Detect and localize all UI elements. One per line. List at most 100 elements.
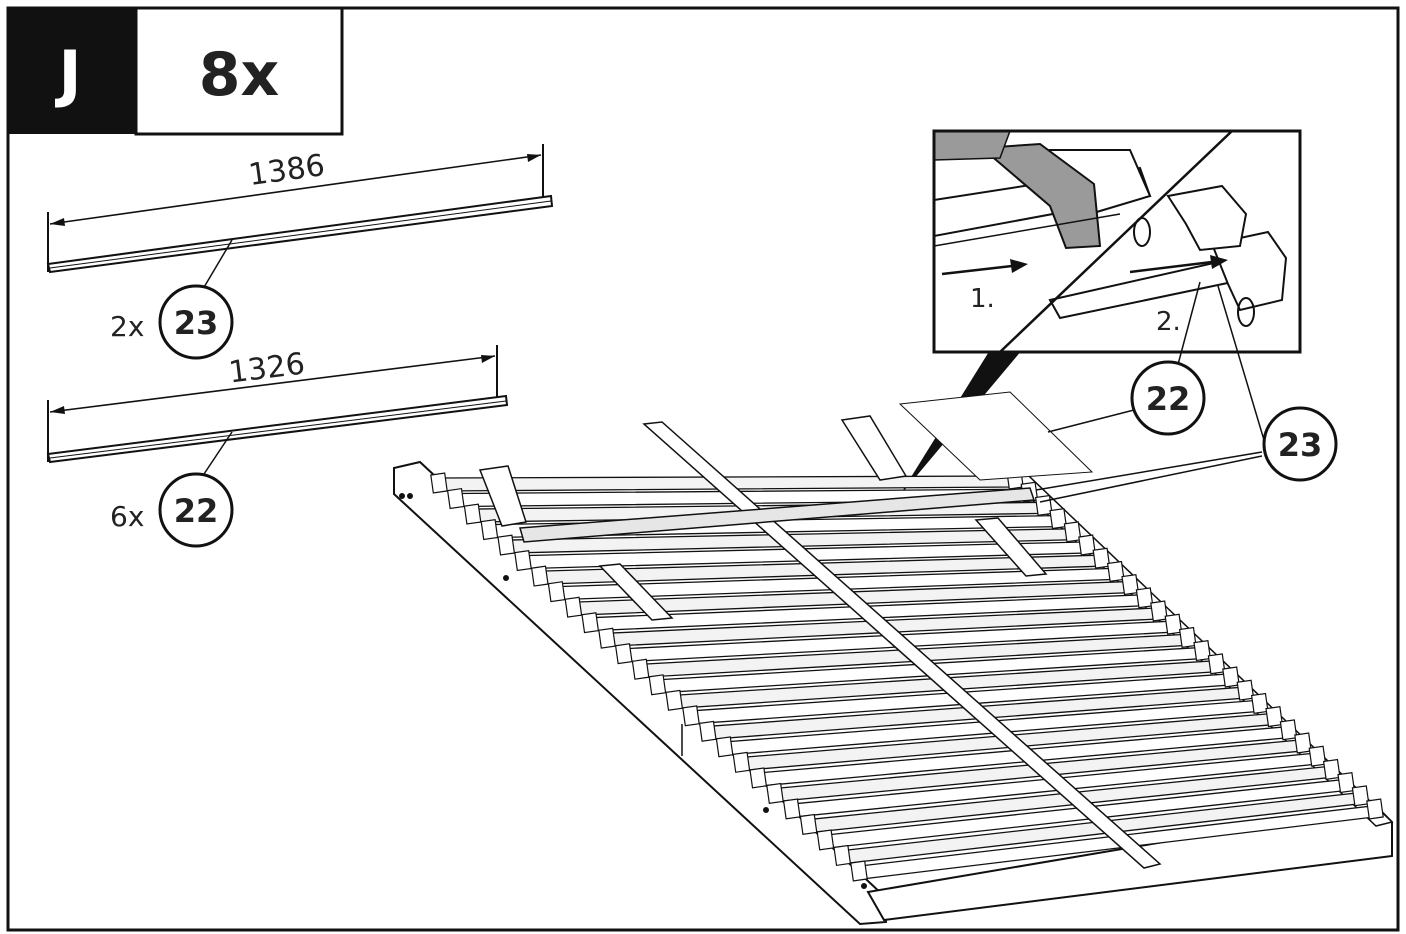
part-23-badge (158, 284, 234, 360)
detail-end-cap (1166, 184, 1248, 252)
slat-end-cap (1222, 666, 1240, 688)
slat-end-cap (766, 782, 784, 804)
slatted-bed-base (393, 391, 1394, 926)
page-frame (6, 6, 1400, 932)
detail-edge (934, 213, 1121, 247)
slat-end-cap (1092, 547, 1111, 569)
slat-end-cap (1308, 745, 1327, 767)
slat-end-cap (631, 658, 650, 680)
main-callouts: 22 23 (1035, 281, 1338, 503)
slat-end-cap (1236, 679, 1255, 701)
side-strap (974, 517, 1048, 577)
step2-arrowhead (1210, 255, 1228, 269)
leader-line (199, 431, 233, 481)
slat-23-callout-badge (1262, 406, 1338, 482)
slat-end-cap (1322, 758, 1341, 780)
detail-step2-label: 2. (1156, 307, 1181, 337)
holder-bracket (478, 465, 527, 527)
slat-end-cap (1049, 508, 1068, 530)
step1-arrowhead (1010, 259, 1028, 273)
slat-end-cap (547, 581, 566, 603)
dimension-arrowhead (50, 218, 65, 226)
slat-22 (46, 394, 509, 464)
step2-arrow-shaft (1129, 260, 1213, 274)
slat-end-cap (1178, 626, 1197, 648)
slat-end-cap (530, 565, 549, 587)
leader-line (1175, 281, 1201, 373)
leader-line (199, 239, 233, 295)
leader-line (1047, 409, 1135, 433)
slat-end-cap (715, 736, 734, 758)
missing-slat-area (898, 391, 1094, 481)
slat-end-cap (581, 612, 600, 634)
slat-end-cap (665, 689, 684, 711)
rail-bolt (399, 493, 405, 499)
centre-strap (642, 421, 1162, 869)
dimension-arrowhead (50, 406, 65, 414)
detail-end-cap (1210, 230, 1288, 312)
slat-end-cap (816, 829, 835, 851)
slat-end-cap (1135, 587, 1154, 609)
slat-22-edge (49, 400, 507, 459)
slat-end-cap (463, 503, 482, 525)
step-letter: J (54, 37, 81, 110)
step-header: J 8x (8, 6, 344, 136)
slat-end-cap (648, 674, 667, 696)
step-repeat-count: 8x (199, 40, 279, 110)
slat-end-cap (1106, 560, 1125, 582)
dimension-line (49, 355, 496, 413)
holder-bracket (840, 415, 908, 481)
step-repeat-box (134, 6, 344, 136)
rail-bolt (407, 493, 413, 499)
rail-bolt (503, 575, 509, 581)
slat-end-cap (564, 596, 583, 618)
part-23-group: 1386 2x 23 (46, 144, 554, 360)
rail-bolt (763, 807, 769, 813)
slat-end-cap (614, 643, 633, 665)
detail-inset: 1. 2. (932, 129, 1302, 354)
slat-end-cap (1337, 772, 1356, 794)
slat-end-cap (1034, 494, 1053, 516)
slat-end-cap (682, 705, 700, 727)
leader-line (1217, 285, 1265, 441)
step-letter-box (8, 8, 136, 134)
part-22-number: 22 (174, 492, 219, 530)
slat-end-cap (598, 627, 616, 649)
slat-end-cap (1164, 613, 1183, 635)
slat-end-cap (1294, 732, 1312, 754)
slat-end-cap (497, 534, 516, 556)
part-22-group: 1326 6x 22 (46, 345, 509, 548)
dimension-arrowhead (527, 154, 541, 162)
slat-end-cap (698, 720, 717, 742)
slat-end-cap (1207, 653, 1226, 675)
slat-end-cap (1193, 640, 1212, 662)
dimension-arrowhead (481, 355, 495, 363)
slat-end-cap (1150, 600, 1168, 622)
slat-end-cap (799, 813, 818, 836)
rail-bolt (861, 883, 867, 889)
slat-end-cap (1265, 706, 1284, 728)
dimension-line (49, 154, 542, 225)
slat-end-cap (1366, 798, 1384, 820)
slat-end-cap (514, 550, 532, 572)
slat-23-callout-number: 23 (1278, 426, 1323, 464)
slat-end-cap (1250, 692, 1269, 714)
slat-end-cap (782, 798, 801, 820)
side-strap (598, 563, 674, 621)
slat-23 (46, 194, 554, 274)
slat-end-cap (480, 518, 499, 541)
part-23-number: 23 (174, 304, 219, 342)
leader-line (1035, 451, 1263, 491)
slat-end-cap (732, 751, 751, 773)
part-23-quantity: 2x (110, 310, 144, 343)
slat-end-cap (1063, 521, 1082, 543)
slat-end-cap (1279, 719, 1298, 741)
detail-step1-label: 1. (970, 284, 995, 314)
slat-end-cap (1121, 574, 1140, 596)
slat-22-callout-number: 22 (1146, 380, 1191, 418)
leader-line (1039, 455, 1263, 503)
slat-end-cap (850, 860, 868, 882)
detail-clip-ring (1237, 297, 1255, 327)
slat-22-callout-badge (1130, 360, 1206, 436)
